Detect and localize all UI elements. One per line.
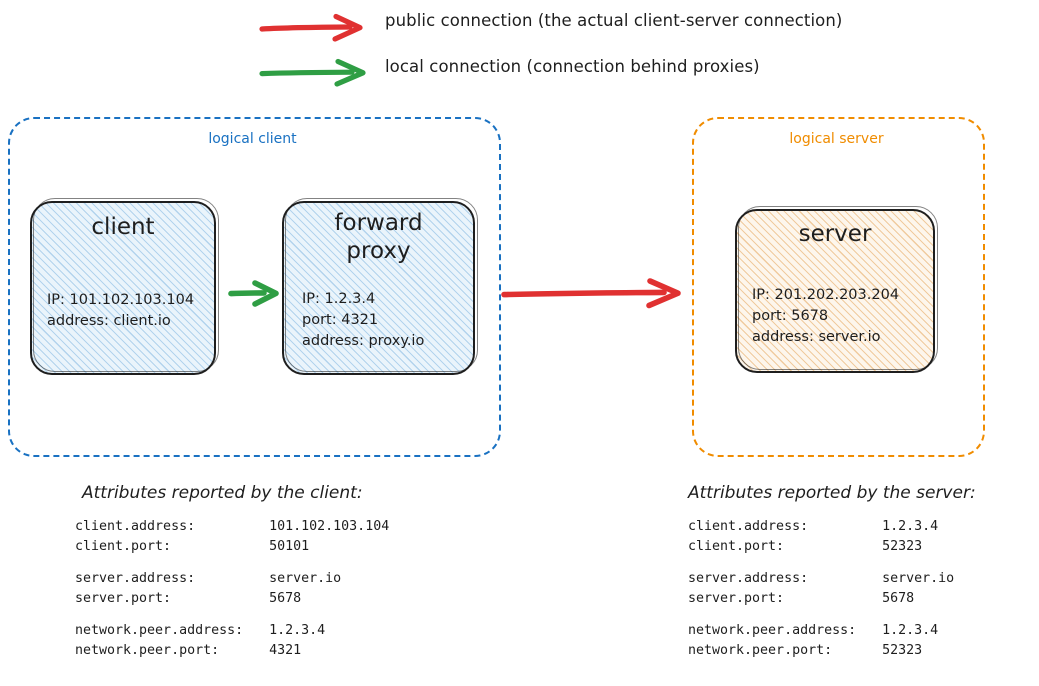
attribute-row: client.address: 101.102.103.104 xyxy=(75,517,389,537)
forward-proxy-node[interactable] xyxy=(282,201,475,375)
client-node-properties: IP: 101.102.103.104 address: client.io xyxy=(47,292,195,330)
attribute-value: 1.2.3.4 xyxy=(882,519,939,534)
attribute-key: server.port: xyxy=(75,590,260,606)
legend: public connection (the actual client-ser… xyxy=(0,0,1039,100)
attribute-spacer-cell xyxy=(688,556,954,569)
attribute-key: server.address: xyxy=(75,571,260,587)
local-connection-arrow xyxy=(228,280,279,307)
attribute-row: server.port: 5678 xyxy=(688,589,954,609)
attribute-value: 1.2.3.4 xyxy=(882,623,939,639)
attribute-key: client.address: xyxy=(688,519,873,534)
attribute-spacer-cell xyxy=(75,556,389,569)
attribute-row-spacer xyxy=(688,608,954,621)
red-arrow-icon xyxy=(259,13,363,42)
attribute-row: network.peer.port: 4321 xyxy=(75,641,389,661)
attribute-row: client.port: 50101 xyxy=(75,537,389,557)
attribute-key: network.peer.port: xyxy=(75,642,260,658)
attribute-key: network.peer.address: xyxy=(75,623,260,639)
attribute-value: 52323 xyxy=(882,642,923,658)
client-attributes-heading: Attributes reported by the client: xyxy=(82,483,363,503)
attribute-value: server.io xyxy=(882,571,955,587)
attribute-row-spacer xyxy=(688,556,954,569)
attribute-key: network.peer.port: xyxy=(688,642,873,658)
client-node-title: client xyxy=(91,214,155,240)
attribute-key: client.address: xyxy=(75,519,260,534)
attribute-value: server.io xyxy=(269,571,342,587)
attribute-row: server.address: server.io xyxy=(688,569,954,589)
attribute-value: 5678 xyxy=(882,590,915,606)
attribute-row: client.port: 52323 xyxy=(688,537,954,557)
attribute-row: server.address: server.io xyxy=(75,569,389,589)
attribute-row-spacer xyxy=(75,556,389,569)
legend-label-public: public connection (the actual client-ser… xyxy=(385,11,843,30)
logical-server-group-label: logical server xyxy=(789,131,884,147)
attribute-key: client.port: xyxy=(688,538,873,554)
attribute-row-spacer xyxy=(75,608,389,621)
forward-proxy-node-properties: IP: 1.2.3.4 port: 4321 address: proxy.io xyxy=(302,291,425,350)
server-node-title: server xyxy=(798,221,872,247)
public-connection-arrow xyxy=(501,278,681,309)
client-node[interactable] xyxy=(30,201,216,375)
attribute-value: 101.102.103.104 xyxy=(269,519,390,534)
attribute-spacer-cell xyxy=(75,608,389,621)
server-node[interactable] xyxy=(735,209,935,373)
attribute-row: network.peer.address: 1.2.3.4 xyxy=(688,621,954,641)
attribute-value: 5678 xyxy=(269,590,302,606)
attribute-value: 52323 xyxy=(882,538,923,554)
attribute-key: server.port: xyxy=(688,590,873,606)
server-attributes-heading: Attributes reported by the server: xyxy=(688,483,976,503)
attribute-value: 1.2.3.4 xyxy=(269,623,326,639)
attribute-row: network.peer.port: 52323 xyxy=(688,641,954,661)
attribute-row: server.port: 5678 xyxy=(75,589,389,609)
attribute-value: 50101 xyxy=(269,538,310,554)
legend-label-local: local connection (connection behind prox… xyxy=(385,57,760,76)
attribute-key: network.peer.address: xyxy=(688,623,873,639)
attribute-row: network.peer.address: 1.2.3.4 xyxy=(75,621,389,641)
logical-client-group xyxy=(8,117,501,457)
attribute-key: server.address: xyxy=(688,571,873,587)
green-arrow-icon xyxy=(259,58,366,87)
server-node-properties: IP: 201.202.203.204 port: 5678 address: … xyxy=(752,287,900,346)
attribute-spacer-cell xyxy=(688,608,954,621)
attribute-row: client.address: 1.2.3.4 xyxy=(688,517,954,537)
logical-server-group xyxy=(692,117,985,457)
forward-proxy-node-title: forward proxy xyxy=(334,210,423,265)
logical-client-group-label: logical client xyxy=(208,131,297,147)
attribute-value: 4321 xyxy=(269,642,302,658)
attribute-key: client.port: xyxy=(75,538,260,554)
